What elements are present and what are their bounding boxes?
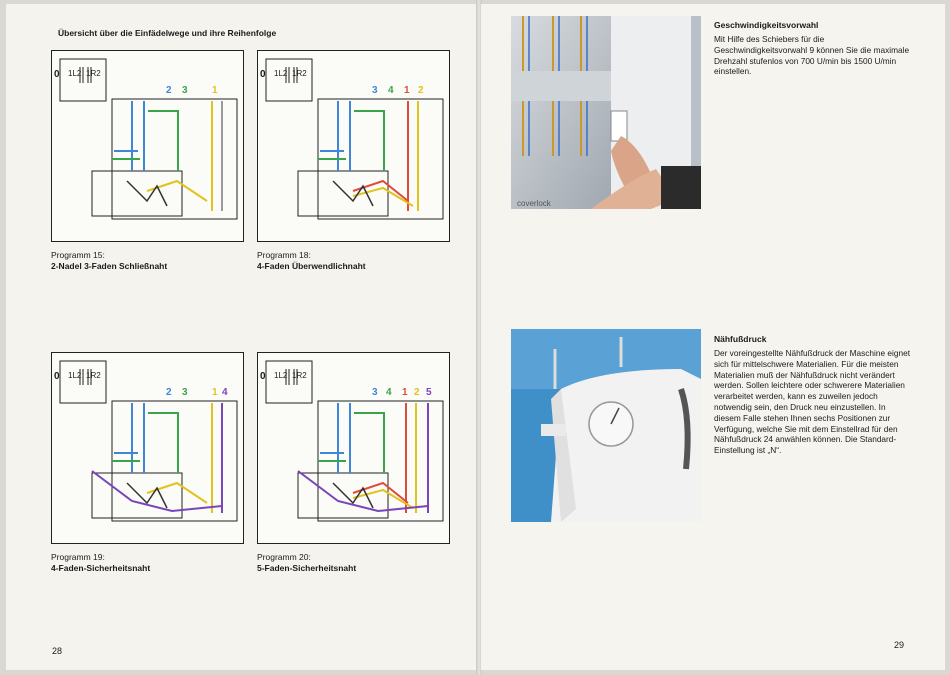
thread-number: 3 (182, 387, 188, 398)
caption-program-19: Programm 19: 4-Faden-Sicherheitsnaht (51, 552, 150, 574)
caption-program-20: Programm 20: 5-Faden-Sicherheitsnaht (257, 552, 356, 574)
presser-foot-section-title: Nähfußdruck (714, 334, 767, 344)
thread-number: 1 (212, 387, 218, 398)
thread-number: 2 (166, 85, 172, 96)
photo-brand-label: coverlock (517, 199, 552, 208)
panel-label-1l2: 1L2 (68, 371, 82, 380)
thread-number: 3 (372, 85, 378, 96)
thread-number: 2 (414, 387, 420, 398)
caption-title: Programm 15: (51, 250, 105, 260)
presser-foot-dial-photo-art (511, 329, 701, 522)
speed-slider-photo: coverlock (511, 16, 701, 209)
caption-subtitle: 4-Faden Überwendlichnaht (257, 261, 366, 271)
thread-number: 1 (212, 85, 218, 96)
thread-number: 3 (372, 387, 378, 398)
threading-diagram-art (59, 58, 238, 220)
thread-number: 4 (386, 387, 392, 398)
panel-label-1r2: 1R2 (292, 371, 307, 380)
page-number: 28 (52, 646, 63, 656)
threading-diagram-art (265, 58, 444, 220)
panel-label-0: 0 (54, 69, 60, 80)
threading-diagram-art (265, 360, 444, 522)
panel-label-1r2: 1R2 (292, 69, 307, 78)
left-page: Übersicht über die Einfädelwege und ihre… (6, 4, 478, 670)
panel-label-0: 0 (260, 69, 266, 80)
thread-number: 5 (426, 387, 432, 398)
threading-diagram-art (59, 360, 238, 522)
right-page: coverlock Geschwindigkeitsvorwahl Mit Hi… (481, 4, 945, 670)
thread-number: 2 (418, 85, 424, 96)
panel-label-1r2: 1R2 (86, 69, 101, 78)
threading-diagram-program-20: 0 1L2 1R2 3 4 1 2 5 (257, 352, 450, 544)
caption-subtitle: 5-Faden-Sicherheitsnaht (257, 563, 357, 573)
thread-number: 1 (404, 85, 410, 96)
page-number: 29 (894, 640, 905, 650)
speed-section-title: Geschwindigkeitsvorwahl (714, 20, 819, 30)
presser-foot-section-text: Der voreingestellte Nähfußdruck der Masc… (714, 348, 910, 456)
panel-label-1r2: 1R2 (86, 371, 101, 380)
panel-label-0: 0 (54, 371, 60, 382)
caption-title: Programm 18: (257, 250, 311, 260)
panel-label-1l2: 1L2 (274, 69, 288, 78)
panel-label-0: 0 (260, 371, 266, 382)
thread-number: 4 (222, 387, 228, 398)
caption-program-15: Programm 15: 2-Nadel 3-Faden Schließnaht (51, 250, 167, 272)
presser-foot-dial-photo (511, 329, 701, 522)
speed-section-text: Mit Hilfe des Schiebers für die Geschwin… (714, 34, 910, 77)
thread-number: 2 (166, 387, 172, 398)
thread-number: 1 (402, 387, 408, 398)
caption-title: Programm 20: (257, 552, 311, 562)
caption-subtitle: 2-Nadel 3-Faden Schließnaht (51, 261, 168, 271)
caption-program-18: Programm 18: 4-Faden Überwendlichnaht (257, 250, 366, 272)
thread-number: 4 (388, 85, 394, 96)
caption-title: Programm 19: (51, 552, 105, 562)
panel-label-1l2: 1L2 (68, 69, 82, 78)
caption-subtitle: 4-Faden-Sicherheitsnaht (51, 563, 151, 573)
threading-diagram-program-15: 0 1L2 1R2 2 3 1 (51, 50, 244, 242)
page-heading: Übersicht über die Einfädelwege und ihre… (58, 28, 277, 38)
threading-diagram-program-18: 0 1L2 1R2 3 4 1 2 (257, 50, 450, 242)
panel-label-1l2: 1L2 (274, 371, 288, 380)
threading-diagram-program-19: 0 1L2 1R2 2 3 1 4 (51, 352, 244, 544)
book-gutter (476, 0, 482, 675)
thread-number: 3 (182, 85, 188, 96)
speed-slider-photo-art: coverlock (511, 16, 701, 209)
